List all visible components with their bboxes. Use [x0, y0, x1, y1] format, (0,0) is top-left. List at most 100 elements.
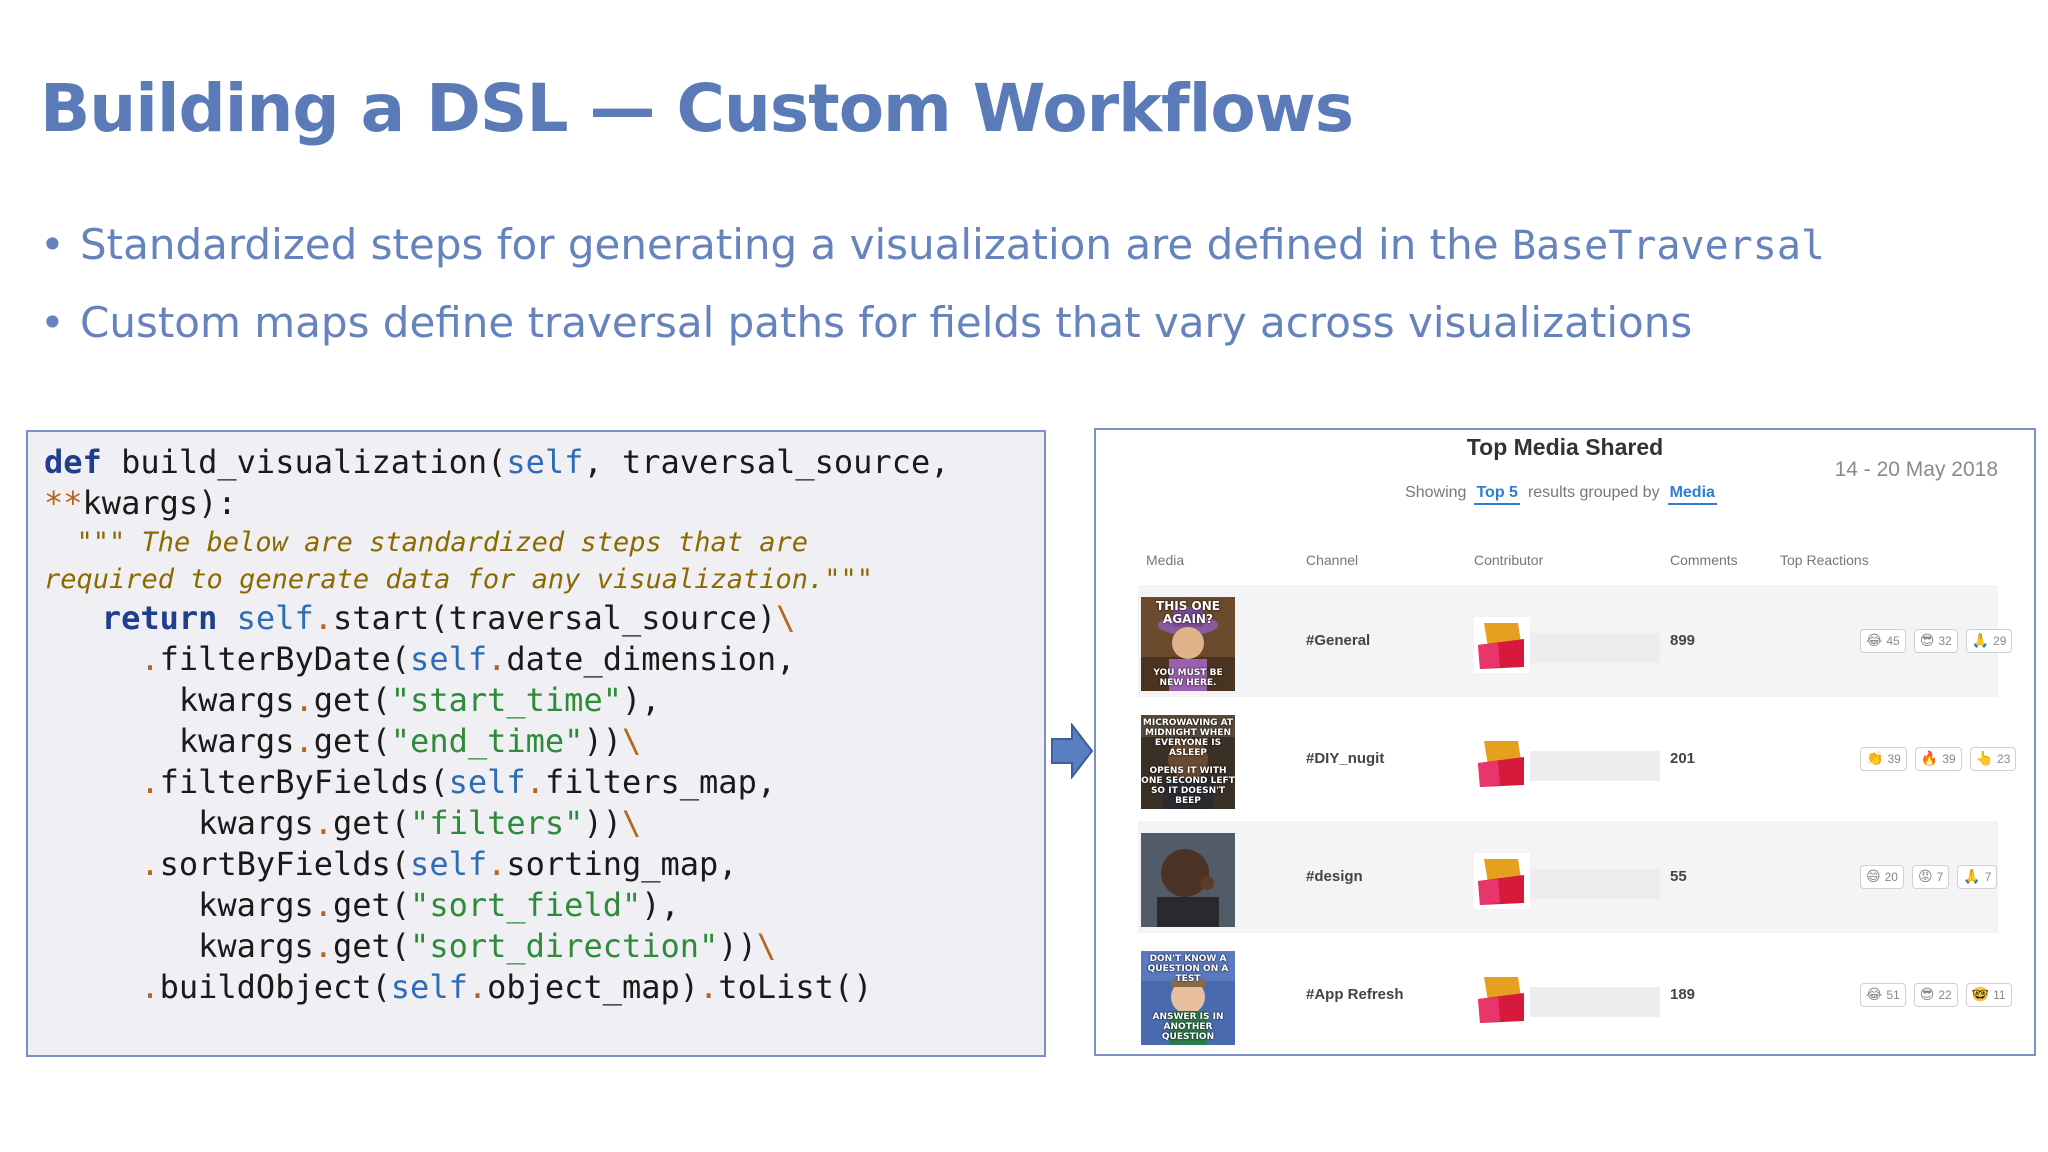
code-token: . [487, 845, 507, 883]
code-line: .filterByFields(self.filters_map, [44, 762, 1028, 803]
code-line: kwargs.get("end_time"))\ [44, 721, 1028, 762]
code-line: kwargs.get("sort_direction"))\ [44, 926, 1028, 967]
code-token: return [101, 599, 218, 637]
contributor-bar [1530, 633, 1660, 663]
code-token: self [410, 640, 488, 678]
code-token [44, 722, 179, 760]
code-token: date_dimension, [506, 640, 796, 678]
code-token: kwargs [178, 722, 295, 760]
code-token: . [140, 845, 160, 883]
date-range: 14 - 20 May 2018 [1834, 458, 1998, 481]
code-token: . [699, 968, 719, 1006]
channel-name: #DIY_nugit [1306, 750, 1385, 767]
code-token: object_map) [487, 968, 700, 1006]
meme-image-icon [1141, 951, 1235, 1045]
channel-name: #General [1306, 632, 1371, 649]
meme-image-icon [1141, 715, 1235, 809]
comment-count: 899 [1670, 632, 1696, 649]
reaction-emoji-icon: 😂 [1866, 987, 1883, 1003]
code-token: start(traversal_source) [332, 599, 777, 637]
code-token: )) [583, 804, 622, 842]
code-line: """ The below are standardized steps tha… [44, 524, 1028, 561]
table-row[interactable]: DON'T KNOW A QUESTION ON A TEST ANSWER I… [1138, 939, 2012, 1051]
dashboard-title: Top Media Shared [1466, 434, 1664, 460]
code-token [44, 640, 140, 678]
reaction-badge: 😡7 [1911, 865, 1950, 889]
media-thumbnail[interactable]: MICROWAVING AT MIDNIGHT WHEN EVERYONE IS… [1141, 715, 1235, 809]
code-token: . [313, 927, 333, 965]
code-token: kwargs [198, 804, 314, 842]
code-token: build_visualization( [101, 443, 507, 481]
code-line: return self.start(traversal_source)\ [44, 598, 1028, 639]
reaction-count: 7 [1984, 870, 1992, 884]
code-token: required to generate data for any visual… [44, 564, 874, 595]
column-header-channel: Channel [1306, 552, 1359, 568]
comment-count: 189 [1670, 986, 1696, 1003]
code-token: . [313, 886, 333, 924]
code-line: def build_visualization(self, traversal_… [44, 442, 1028, 483]
top-count-dropdown[interactable]: Top 5 [1474, 484, 1520, 505]
reaction-badge: 😎32 [1913, 629, 1958, 653]
meme-caption-top: THIS ONE AGAIN? [1156, 599, 1220, 626]
code-token: self [410, 845, 488, 883]
reaction-badge: 😂51 [1860, 983, 1906, 1007]
column-header-top-reactions: Top Reactions [1780, 552, 1869, 568]
reaction-badge: 👆23 [1969, 747, 2017, 771]
bullet-list: • Standardized steps for generating a vis… [40, 215, 2020, 371]
column-header-contributor: Contributor [1474, 552, 1544, 568]
code-line: kwargs.get("sort_field"), [44, 885, 1028, 926]
meme-caption-top: DON'T KNOW A QUESTION ON A TEST [1147, 954, 1229, 984]
column-header-comments: Comments [1670, 552, 1738, 568]
code-token: sorting_map, [506, 845, 738, 883]
group-by-dropdown[interactable]: Media [1667, 484, 1717, 505]
code-token: sortByFields( [159, 845, 411, 883]
code-line: kwargs.get("filters"))\ [44, 803, 1028, 844]
code-token [44, 681, 179, 719]
code-token: get( [332, 886, 411, 924]
code-token: self [506, 443, 584, 481]
reaction-emoji-icon: 🙏 [1963, 869, 1981, 885]
reaction-count: 22 [1938, 988, 1952, 1002]
reaction-list: 😂45 😎32 🙏29 [1860, 629, 2013, 653]
code-token [44, 599, 102, 637]
code-token [44, 845, 140, 883]
code-token: . [525, 763, 545, 801]
code-token: \ [621, 804, 642, 842]
bullet-dot-icon: • [40, 220, 65, 269]
reaction-count: 29 [1993, 634, 2007, 648]
reaction-badge: 😂45 [1860, 629, 1906, 653]
reaction-emoji-icon: 😂 [1866, 633, 1883, 649]
bullet-item: • Standardized steps for generating a vis… [40, 215, 2020, 293]
reaction-count: 45 [1886, 634, 1900, 648]
media-thumbnail[interactable] [1141, 833, 1235, 927]
code-token: buildObject( [159, 968, 391, 1006]
contributor-bar [1530, 869, 1660, 899]
reaction-emoji-icon: 😎 [1919, 987, 1935, 1003]
code-token [44, 763, 140, 801]
contributor-logo-icon [1474, 617, 1530, 673]
bullet-text: Standardized steps for generating a visu… [80, 220, 1512, 269]
code-token [217, 599, 236, 637]
reaction-badge: 🤓11 [1965, 983, 2012, 1007]
meme-caption-bottom: YOU MUST BE NEW HERE. [1153, 668, 1223, 688]
reaction-count: 39 [1942, 752, 1956, 766]
code-token [44, 927, 198, 965]
table-row[interactable]: THIS ONE AGAIN? YOU MUST BE NEW HERE. #G… [1138, 585, 2013, 697]
table-row[interactable]: #design 55 😄20 😡7 🙏7 [1138, 821, 1998, 933]
code-token: , traversal_source, [583, 443, 950, 481]
code-token: . [140, 763, 160, 801]
code-token: )) [718, 927, 757, 965]
table-row[interactable]: MICROWAVING AT MIDNIGHT WHEN EVERYONE IS… [1138, 703, 2017, 815]
media-thumbnail[interactable]: THIS ONE AGAIN? YOU MUST BE NEW HERE. [1141, 597, 1235, 691]
meme-caption-bottom: ANSWER IS IN ANOTHER QUESTION [1152, 1012, 1224, 1042]
code-token: kwargs): [82, 484, 237, 522]
code-token: get( [313, 722, 391, 760]
code-token: toList() [718, 968, 873, 1006]
reaction-list: 👏39 🔥39 👆23 [1860, 747, 2017, 771]
code-token: \ [621, 722, 642, 760]
media-thumbnail[interactable]: DON'T KNOW A QUESTION ON A TEST ANSWER I… [1141, 951, 1235, 1045]
contributor-logo-icon [1474, 971, 1530, 1027]
code-token: )) [583, 722, 622, 760]
code-line: **kwargs): [44, 483, 1028, 524]
code-token: . [294, 681, 314, 719]
